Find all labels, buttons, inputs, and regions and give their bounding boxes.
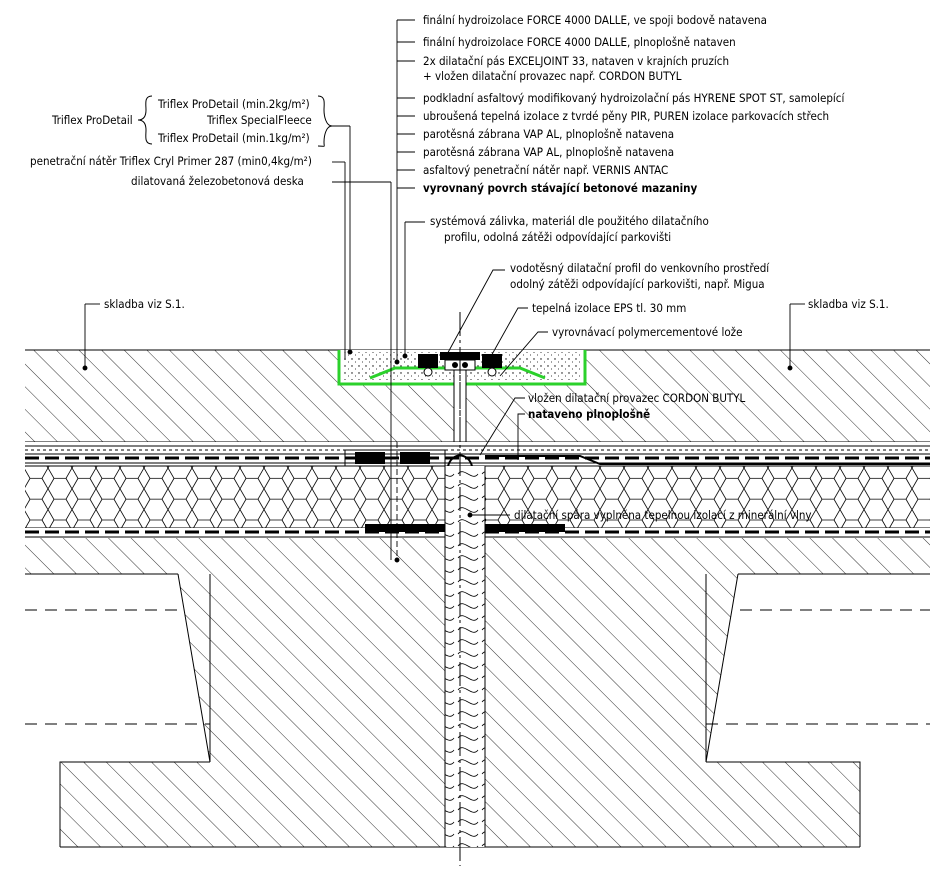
label-triflex-group: Triflex ProDetail	[51, 113, 133, 127]
leader-lines	[82, 19, 805, 563]
label-joint-fill-0: systémová zálivka, materiál dle použitéh…	[430, 214, 709, 228]
triflex-right-brace	[317, 95, 333, 147]
label-cordon: vložen dilatační provazec CORDON BUTYL	[528, 391, 746, 405]
label-top-9: vyrovnaný povrch stávající betonové maza…	[423, 181, 697, 195]
label-skladba-left: skladba viz S.1.	[104, 297, 185, 311]
label-top-3: + vložen dilatační provazec např. CORDON…	[423, 69, 682, 83]
label-slab: dilatovaná železobetonová deska	[131, 174, 304, 188]
label-profile-0: vodotěsný dilatační profil do venkovního…	[510, 261, 770, 275]
label-joint-fill-1: profilu, odolná zátěži odpovídající park…	[444, 230, 671, 244]
label-leveling: vyrovnávací polymercementové lože	[552, 325, 742, 339]
label-skladba-right: skladba viz S.1.	[808, 297, 889, 311]
label-top-6: parotěsná zábrana VAP AL, plnoplošně nat…	[423, 127, 674, 141]
triflex-brace	[137, 95, 153, 145]
label-top-4: podkladní asfaltový modifikovaný hydroiz…	[423, 91, 845, 105]
label-profile-1: odolný zátěži odpovídající parkovišti, n…	[510, 277, 765, 291]
label-primer: penetrační nátěr Triflex Cryl Primer 287…	[30, 154, 312, 168]
label-eps: tepelná izolace EPS tl. 30 mm	[532, 301, 686, 315]
label-top-5: ubroušená tepelná izolace z tvrdé pěny P…	[423, 109, 829, 123]
label-top-2: 2x dilatační pás EXCELJOINT 33, nataven …	[423, 54, 729, 68]
label-top-1: finální hydroizolace FORCE 4000 DALLE, p…	[423, 35, 736, 49]
label-nataveno: nataveno plnoplošně	[528, 407, 650, 421]
label-triflex-2: Triflex ProDetail (min.1kg/m²)	[157, 131, 310, 145]
label-group: finální hydroizolace FORCE 4000 DALLE, v…	[30, 13, 889, 522]
triflex-pocket	[337, 350, 587, 443]
membrane-band	[25, 442, 930, 467]
label-triflex-1: Triflex SpecialFleece	[206, 113, 312, 127]
label-triflex-0: Triflex ProDetail (min.2kg/m²)	[157, 97, 310, 111]
label-top-8: asfaltový penetrační nátěr např. VERNIS …	[423, 163, 668, 177]
label-top-7: parotěsná zábrana VAP AL, plnoplošně nat…	[423, 145, 674, 159]
label-mineral-wool: dilatační spára vyplněna tepelnou izolac…	[514, 508, 812, 522]
label-top-0: finální hydroizolace FORCE 4000 DALLE, v…	[423, 13, 767, 27]
dilatation-joint	[444, 312, 486, 866]
